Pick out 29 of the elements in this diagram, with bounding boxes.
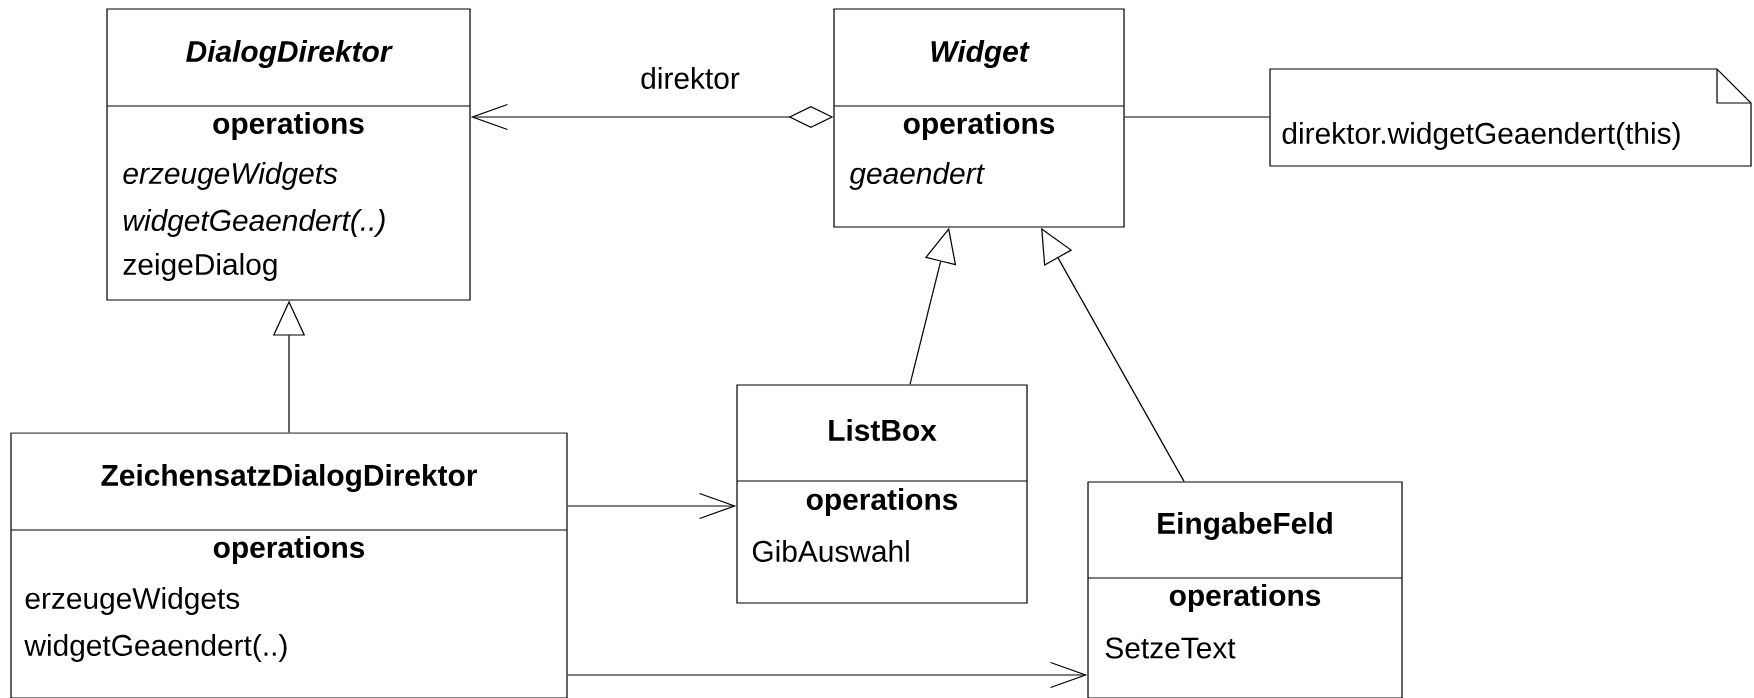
class-name: ListBox	[829, 419, 937, 441]
class-name: DialogDirektor	[186, 40, 393, 68]
connector	[1124, 116, 1270, 118]
class-box	[833, 8, 1125, 228]
compartment-heading: operations	[213, 112, 364, 140]
operation-text: zeigeDialog	[123, 253, 277, 281]
note-box	[1269, 68, 1752, 167]
operation-text: SetzeText	[1105, 637, 1236, 659]
operation-text: geaendert	[849, 162, 985, 190]
operation-text: GibAuswahl	[752, 540, 909, 562]
class-name: ZeichensatzDialogDirektor	[101, 464, 477, 492]
note-text: direktor.widgetGeaendert(this)	[1282, 122, 1680, 150]
class-box	[1087, 481, 1403, 698]
compartment-heading: operations	[806, 488, 958, 516]
compartment-heading: operations	[213, 536, 365, 564]
arrow	[567, 661, 1088, 689]
operation-text: widgetGeaendert(..)	[24, 634, 287, 662]
operation-text: erzeugeWidgets	[123, 162, 338, 190]
compartment-heading: operations	[903, 112, 1055, 140]
class-name: EingabeFeld	[1158, 512, 1332, 540]
arrow	[567, 492, 737, 520]
operation-text: erzeugeWidgets	[25, 587, 240, 615]
operation-text: widgetGeaendert(..)	[123, 209, 385, 237]
class-box	[106, 8, 471, 301]
class-name: Widget	[931, 40, 1030, 68]
compartment-heading: operations	[1169, 584, 1321, 612]
edge-label: direktor	[636, 63, 744, 93]
class-box	[736, 384, 1028, 604]
class-box	[10, 432, 568, 698]
